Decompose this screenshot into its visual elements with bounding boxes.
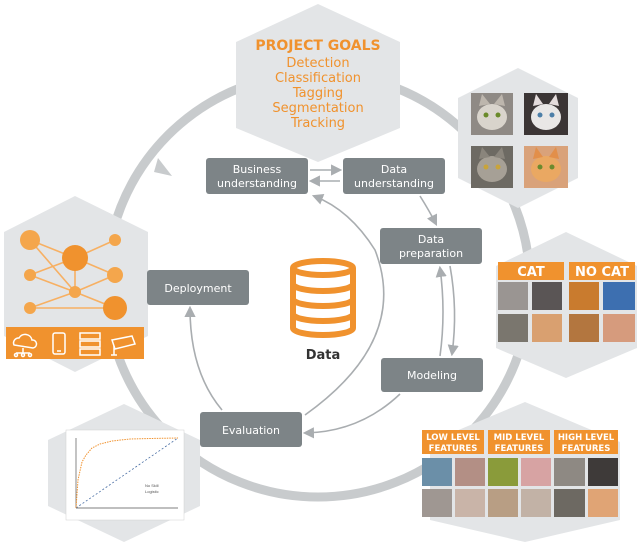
deployment-label: Deployment [164, 282, 232, 295]
mid-level-label: FEATURES [495, 444, 544, 454]
goal-tracking: Tracking [290, 116, 345, 131]
business-label-line1: Business [233, 163, 282, 176]
high-level-label: FEATURES [562, 444, 611, 454]
cat-photo [471, 146, 513, 188]
step-data-preparation[interactable]: Data preparation [380, 228, 482, 264]
mid-feature-patch [488, 458, 518, 486]
no-cat-thumbnail-van [569, 282, 599, 310]
classification-panel: CAT NO CAT [496, 232, 637, 378]
goals-title: PROJECT GOALS [255, 38, 380, 54]
mid-level-badge [488, 430, 550, 454]
no-cat-label-badge [569, 262, 635, 280]
evaluation-roc-panel: No Skill Logistic [48, 404, 200, 542]
data-understanding-label-line1: Data [381, 163, 407, 176]
security-camera-icon [111, 335, 136, 356]
mid-feature-patch [521, 489, 551, 517]
high-feature-patch [588, 458, 618, 486]
low-feature-patch [455, 458, 485, 486]
step-business-understanding[interactable]: Business understanding [206, 158, 308, 194]
business-label-line2: understanding [217, 177, 297, 190]
ring-arrowhead [154, 158, 172, 176]
high-feature-patch [554, 458, 585, 486]
low-level-label: LOW LEVEL [426, 433, 480, 443]
data-label: Data [306, 348, 341, 363]
mid-feature-patch [488, 489, 518, 517]
arrow-to-preparation [419, 195, 438, 227]
roc-logistic-curve [75, 437, 179, 509]
no-cat-label: NO CAT [575, 265, 629, 280]
cat-thumbnail [532, 282, 562, 310]
step-evaluation[interactable]: Evaluation [200, 412, 302, 447]
cat-label: CAT [517, 265, 545, 280]
database-icon [290, 258, 356, 338]
cat-thumbnail [532, 314, 562, 342]
modeling-label: Modeling [407, 369, 457, 382]
step-data-understanding[interactable]: Data understanding [343, 158, 445, 194]
cat-thumbnail [498, 282, 528, 310]
goal-segmentation: Segmentation [272, 101, 363, 116]
high-feature-patch [554, 489, 585, 517]
mid-feature-patch [521, 458, 551, 486]
no-cat-thumbnail [603, 314, 635, 342]
cat-images-panel [458, 68, 578, 208]
no-cat-thumbnail-teddy [569, 314, 599, 342]
low-level-badge [422, 430, 484, 454]
cat-photo [524, 146, 568, 188]
arrow-modeling-to-preparation [435, 265, 447, 357]
cloud-network-icon [12, 333, 38, 358]
project-goals-panel: PROJECT GOALS Detection Classification T… [236, 4, 400, 162]
high-feature-patch [588, 489, 618, 517]
low-feature-patch [422, 489, 452, 517]
goal-tagging: Tagging [292, 86, 343, 101]
roc-no-skill-line [75, 437, 179, 509]
feature-levels-panel: LOW LEVEL FEATURES MID LEVEL FEATURES HI… [422, 402, 620, 542]
low-feature-patch [455, 489, 485, 517]
arrow-evaluation-to-deployment [184, 305, 223, 411]
evaluation-label: Evaluation [222, 424, 280, 437]
cat-label-badge [498, 262, 564, 280]
high-level-label: HIGH LEVEL [558, 433, 615, 443]
data-understanding-label-line2: understanding [354, 177, 434, 190]
goals-hexagon [236, 4, 400, 162]
step-deployment[interactable]: Deployment [147, 270, 249, 305]
cat-photo [524, 93, 568, 135]
high-level-badge [554, 430, 618, 454]
roc-legend-no-skill: No Skill [145, 483, 159, 488]
smartphone-icon [52, 332, 66, 355]
cat-thumbnail [498, 314, 528, 342]
arrow-preparation-to-modeling [447, 265, 459, 357]
no-cat-thumbnail-car [603, 282, 635, 310]
roc-chart-frame [65, 429, 185, 521]
cat-photo [471, 93, 513, 135]
low-level-label: FEATURES [429, 444, 478, 454]
arrow-modeling-to-evaluation [302, 393, 401, 439]
server-icon [79, 332, 101, 356]
deployment-targets-bar [6, 327, 144, 359]
mid-level-label: MID LEVEL [494, 433, 545, 443]
data-preparation-label-line2: preparation [399, 247, 463, 260]
goal-classification: Classification [275, 71, 361, 86]
goal-detection: Detection [286, 56, 349, 71]
neural-network-icon [20, 230, 127, 320]
process-arrows [184, 164, 459, 439]
arrow-evaluation-to-business [304, 194, 385, 416]
low-feature-patch [422, 458, 452, 486]
data-preparation-label-line1: Data [418, 233, 444, 246]
deployment-panel [4, 196, 148, 372]
step-modeling[interactable]: Modeling [381, 358, 483, 392]
roc-legend-logistic: Logistic [145, 489, 159, 494]
